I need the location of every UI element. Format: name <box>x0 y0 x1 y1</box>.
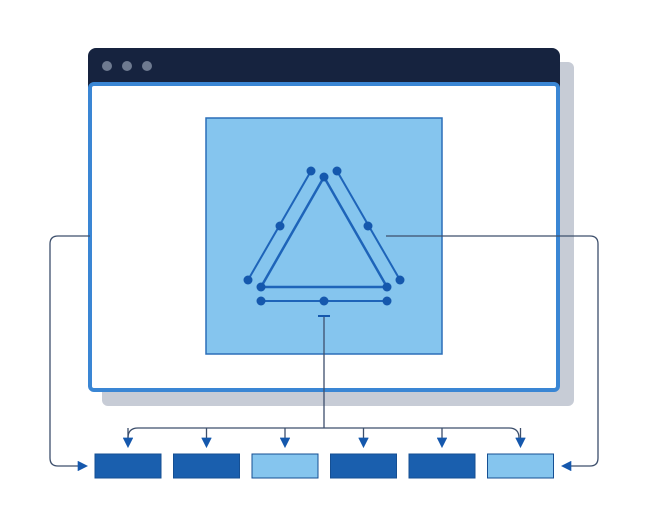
output-blocks <box>94 453 554 479</box>
connector-right <box>386 235 599 472</box>
vertex-node[interactable] <box>382 296 392 306</box>
output-block-light[interactable] <box>487 453 554 479</box>
output-block-dark[interactable] <box>94 453 162 479</box>
window-dot-icon[interactable] <box>102 61 112 71</box>
vertex-node[interactable] <box>332 166 342 176</box>
vertex-node[interactable] <box>382 282 392 292</box>
connector-left <box>49 235 90 472</box>
connectors <box>49 235 599 472</box>
window-dot-icon[interactable] <box>122 61 132 71</box>
vertex-node[interactable] <box>395 275 405 285</box>
vertex-node[interactable] <box>319 172 329 182</box>
output-block-dark[interactable] <box>173 453 240 479</box>
midpoint-node[interactable] <box>363 221 373 231</box>
output-block-light[interactable] <box>251 453 319 479</box>
midpoint-node[interactable] <box>319 296 329 306</box>
bus-drops <box>122 428 526 449</box>
distribution-bus <box>127 427 520 439</box>
window-dot-icon[interactable] <box>142 61 152 71</box>
output-block-dark[interactable] <box>408 453 476 479</box>
title-bar <box>102 61 152 71</box>
output-block-dark[interactable] <box>330 453 397 479</box>
midpoint-node[interactable] <box>275 221 285 231</box>
triangle-inner <box>259 175 389 289</box>
triangle-nodes <box>243 166 405 306</box>
vertex-node[interactable] <box>256 282 266 292</box>
vertex-node[interactable] <box>256 296 266 306</box>
vertex-node[interactable] <box>306 166 316 176</box>
vertex-node[interactable] <box>243 275 253 285</box>
